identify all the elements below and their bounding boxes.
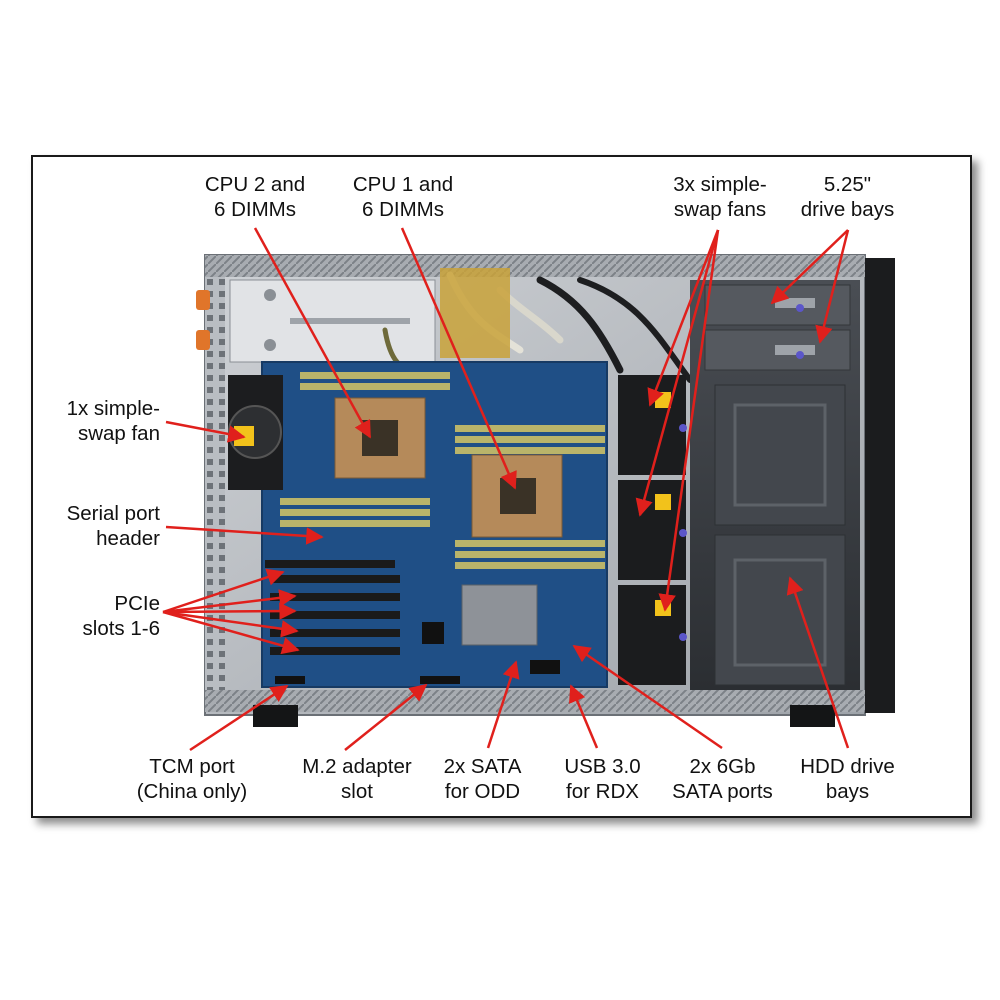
label-m2: M.2 adapter slot [283,754,431,804]
power-supply [229,279,436,363]
label-cpu1-line2: 6 DIMMs [362,198,444,221]
arrow-fan-2 [635,229,720,517]
arrow-m2 [344,683,428,751]
label-sata6: 2x 6Gb SATA ports [655,754,790,804]
arrow-525-1 [770,229,849,305]
label-rear-fan-line2: swap fan [77,422,160,445]
label-serial-port-line1: Serial port [66,502,160,525]
arrow-fan-1 [647,229,720,407]
label-rear-fan: 1x simple- swap fan [30,396,160,446]
arrow-usb [569,684,599,749]
arrow-hdd [786,576,850,749]
label-serial-port-line2: header [96,527,160,550]
label-pcie: PCIe slots 1-6 [30,591,160,641]
label-525-bays-line2: drive bays [800,198,895,221]
arrow-pcie-4 [162,610,299,638]
label-cpu1: CPU 1 and 6 DIMMs [328,172,478,222]
label-cpu2-line1: CPU 2 and [204,173,306,196]
label-525-bays: 5.25" drive bays [785,172,910,222]
motherboard [261,268,608,688]
label-sata-odd-line2: for ODD [444,780,521,803]
label-cpu2: CPU 2 and 6 DIMMs [180,172,330,222]
system-fans [618,375,687,685]
arrow-tcm [189,684,289,752]
arrow-sata-odd [486,660,520,749]
label-pcie-line1: PCIe [114,592,160,615]
label-pcie-line2: slots 1-6 [82,617,160,640]
arrow-pcie-5 [162,610,300,655]
drive-bay-area [690,280,860,690]
label-serial-port: Serial port header [30,501,160,551]
label-tcm: TCM port (China only) [112,754,272,804]
label-rear-fan-line1: 1x simple- [66,397,160,420]
label-usb-line1: USB 3.0 [564,755,641,778]
label-tcm-line1: TCM port [149,755,235,778]
label-system-fans-line2: swap fans [673,198,767,221]
arrow-525-2 [815,229,850,344]
label-hdd-line2: bays [825,780,870,803]
arrow-serial [165,525,324,545]
label-m2-line1: M.2 adapter [302,755,412,778]
label-hdd-line1: HDD drive [800,755,895,778]
label-sata6-line2: SATA ports [672,780,773,803]
label-usb: USB 3.0 for RDX [540,754,665,804]
arrow-sata6 [572,644,723,750]
rear-fan [228,375,283,490]
label-tcm-line2: (China only) [136,780,248,803]
arrow-fan-3 [658,229,720,612]
arrow-rear-fan [165,420,246,443]
label-525-bays-line1: 5.25" [823,173,872,196]
cpu1-dimms [455,425,605,569]
label-cpu1-line1: CPU 1 and [352,173,454,196]
pcie-slot-group [265,560,400,655]
arrow-pcie-2 [162,589,297,614]
arrow-pcie-3 [162,602,297,620]
label-sata-odd: 2x SATA for ODD [420,754,545,804]
arrow-cpu1 [400,227,517,490]
cpu2-dimms [280,372,450,527]
arrow-cpu2 [253,227,372,439]
label-system-fans-line1: 3x simple- [673,173,767,196]
label-sata-odd-line1: 2x SATA [443,755,522,778]
chipset-heatsink [461,584,538,646]
label-m2-line2: slot [341,780,373,803]
label-usb-line2: for RDX [566,780,639,803]
label-cpu2-line2: 6 DIMMs [214,198,296,221]
label-system-fans: 3x simple- swap fans [640,172,800,222]
arrow-pcie-1 [162,568,285,614]
label-sata6-line1: 2x 6Gb [689,755,756,778]
callout-arrows [162,227,850,752]
label-hdd: HDD drive bays [785,754,910,804]
